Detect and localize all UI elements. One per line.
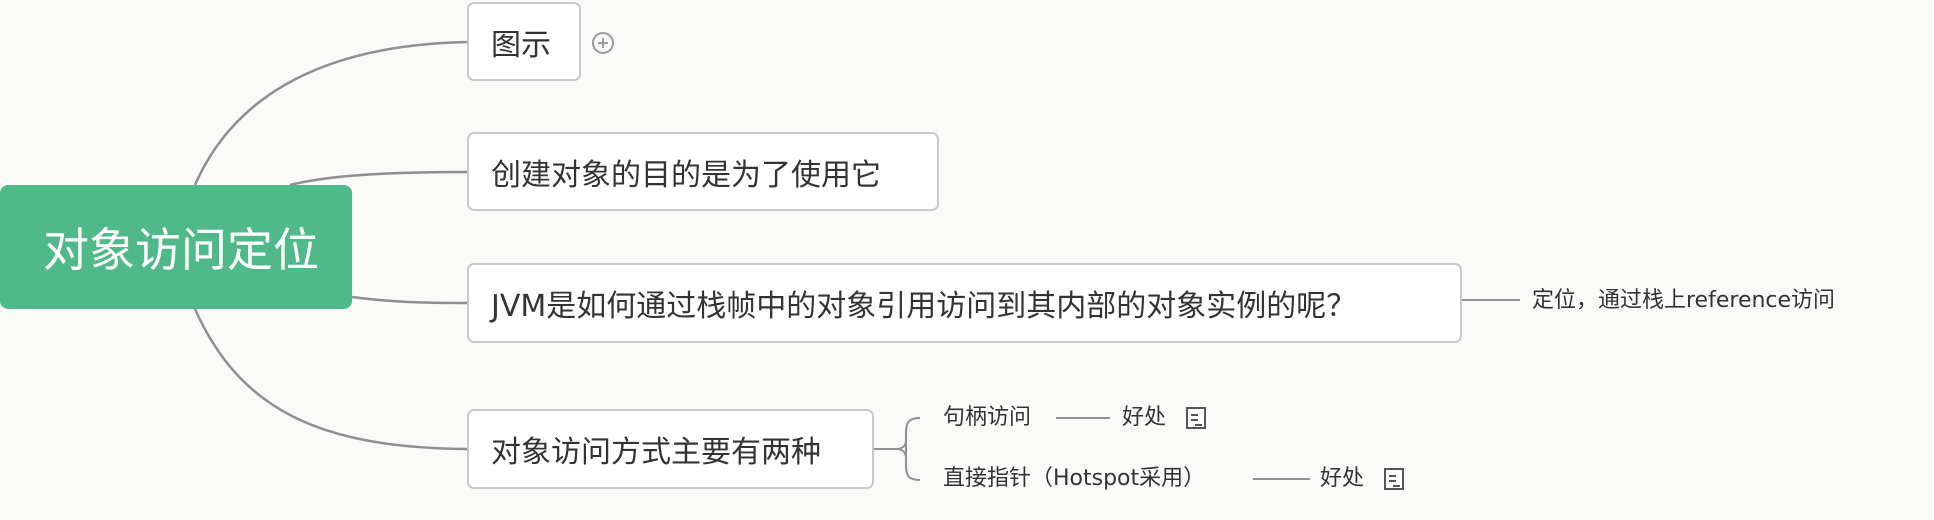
branch-line-root-to-methods [193, 308, 469, 451]
topic-question-label: JVM是如何通过栈帧中的对象引用访问到其内部的对象实例的呢？ [491, 289, 1357, 324]
root-topic[interactable]: 对象访问定位 [0, 185, 352, 309]
topic-diagram[interactable]: 图示 [467, 2, 581, 81]
subtopic-direct-pointer-label: 直接指针（Hotspot采用） [943, 466, 1206, 491]
topic-diagram-label: 图示 [491, 27, 551, 63]
topic-question[interactable]: JVM是如何通过栈帧中的对象引用访问到其内部的对象实例的呢？ [467, 263, 1462, 343]
branch-line-root-to-diagram [193, 40, 469, 186]
subtopic-handle-access[interactable]: 句柄访问 [943, 404, 1031, 432]
branch-bracket-methods [874, 417, 921, 481]
branch-line-root-to-purpose [289, 170, 469, 187]
note-icon[interactable] [1186, 407, 1206, 429]
expand-plus-icon[interactable] [592, 32, 614, 54]
topic-purpose-label: 创建对象的目的是为了使用它 [491, 157, 881, 193]
subtopic-handle-benefit-label: 好处 [1122, 405, 1167, 430]
subtopic-locate-answer[interactable]: 定位，通过栈上reference访问 [1532, 287, 1835, 315]
subtopic-direct-pointer[interactable]: 直接指针（Hotspot采用） [943, 465, 1205, 493]
subtopic-pointer-benefit[interactable]: 好处 [1320, 465, 1364, 493]
subtopic-handle-access-label: 句柄访问 [943, 405, 1032, 430]
branch-bracket-methods-join [895, 439, 907, 459]
subtopic-locate-answer-label: 定位，通过栈上reference访问 [1532, 288, 1836, 313]
topic-access-methods[interactable]: 对象访问方式主要有两种 [467, 409, 874, 489]
root-topic-label: 对象访问定位 [43, 223, 319, 277]
branch-line-root-to-question [351, 295, 469, 305]
topic-access-methods-label: 对象访问方式主要有两种 [491, 435, 821, 470]
topic-purpose[interactable]: 创建对象的目的是为了使用它 [467, 132, 939, 211]
subtopic-handle-benefit[interactable]: 好处 [1122, 404, 1166, 432]
note-icon[interactable] [1384, 468, 1404, 490]
subtopic-pointer-benefit-label: 好处 [1320, 466, 1365, 491]
